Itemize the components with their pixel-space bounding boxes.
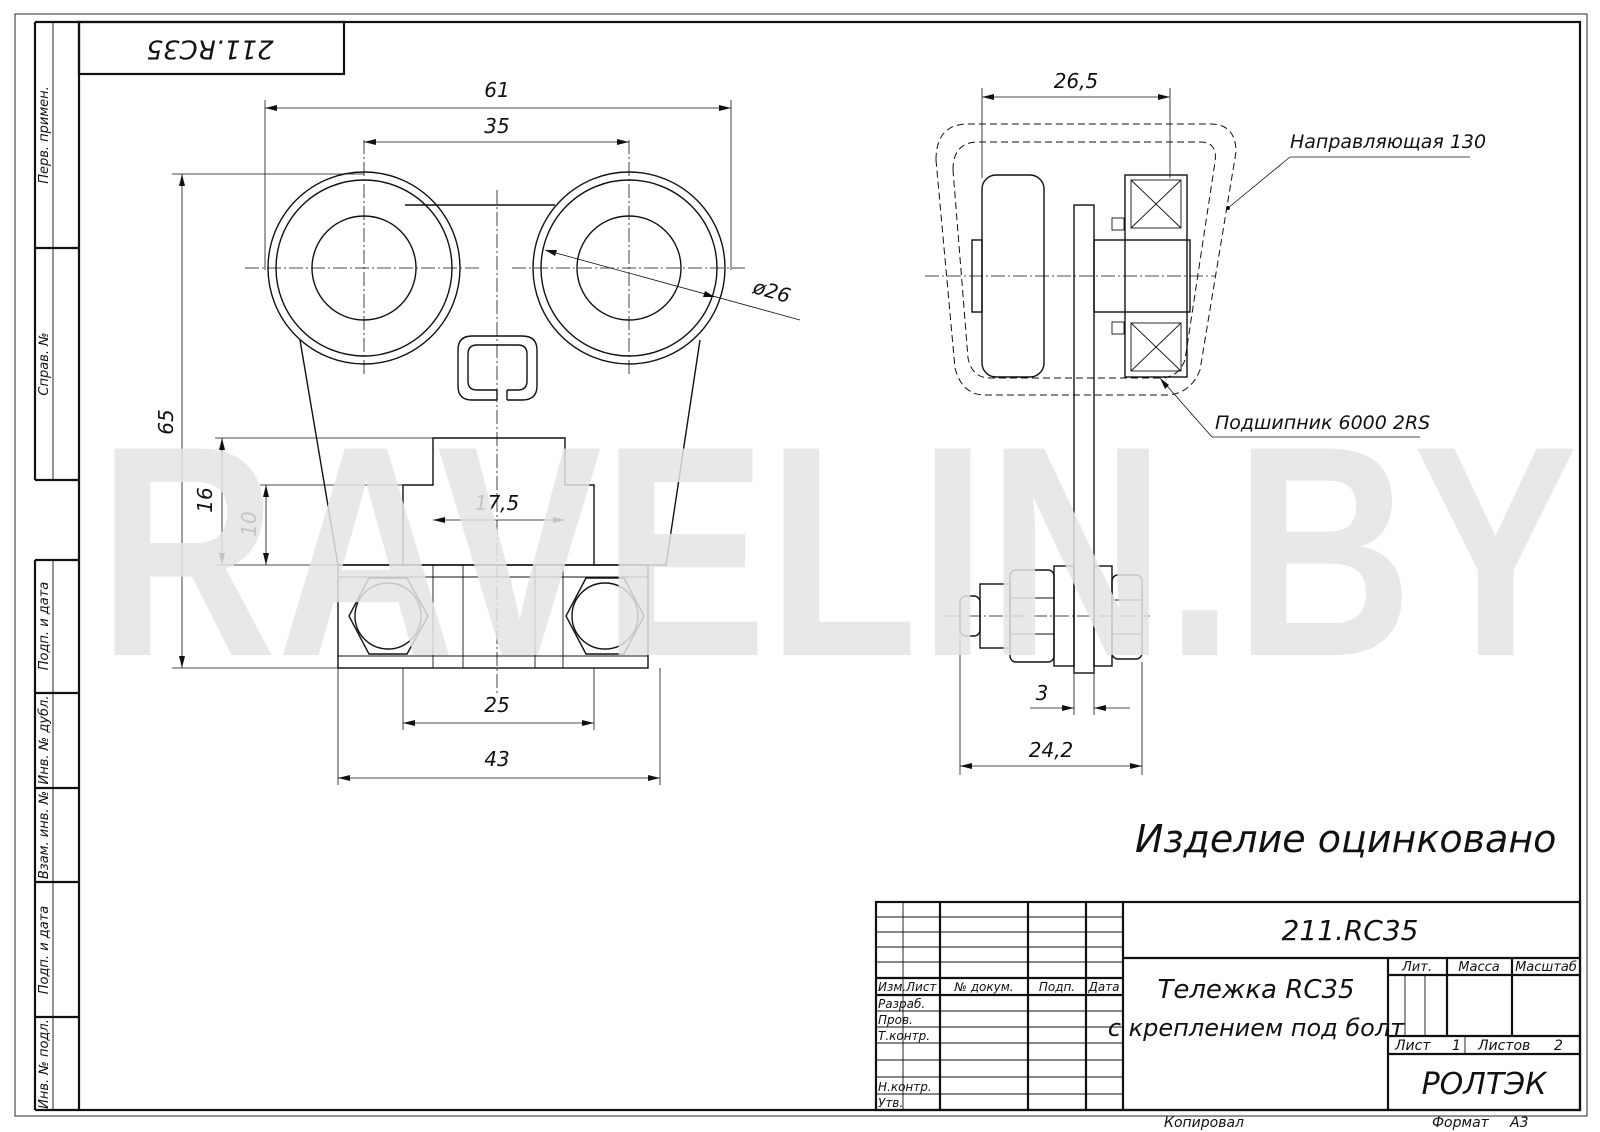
watermark: RAVELIN.BY — [98, 383, 1578, 719]
dim-wheel-diameter: ø26 — [750, 274, 794, 308]
tb-name-line1: Тележка RC35 — [1157, 975, 1354, 1005]
callout-bearing: Подшипник 6000 2RS — [1215, 412, 1430, 434]
tb-sheet-label: Лист — [1394, 1038, 1431, 1054]
front-view — [245, 140, 745, 695]
title-block — [874, 900, 1582, 1112]
footer-copied: Копировал — [1164, 1115, 1244, 1131]
side-label-vzam: Взам. инв. № — [37, 791, 52, 879]
tb-head-sign: Подп. — [1039, 980, 1075, 994]
dim-width-overall: 61 — [484, 78, 509, 102]
tb-sheet-value: 1 — [1452, 1038, 1461, 1054]
tb-role-utv: Утв. — [878, 1096, 903, 1110]
footer-format-label: Формат — [1432, 1115, 1490, 1131]
side-view — [925, 123, 1237, 674]
tb-role-prov: Пров. — [878, 1013, 913, 1027]
tb-role-nkontr: Н.контр. — [878, 1080, 932, 1094]
sheet-frame — [14, 13, 1588, 1117]
dim-bolt-spacing: 25 — [484, 693, 509, 717]
tb-sheets-value: 2 — [1554, 1038, 1563, 1054]
tb-sheets-label: Листов — [1477, 1038, 1530, 1054]
dim-block-height: 16 — [193, 487, 217, 512]
dim-wheel-width: 26,5 — [1054, 69, 1099, 93]
tb-head-list: Лист — [905, 980, 937, 994]
side-dimensions — [959, 88, 1470, 775]
tb-role-tkontr: Т.контр. — [878, 1029, 930, 1043]
side-label-inv-dubl: Инв. № дубл. — [37, 696, 52, 785]
side-strip — [33, 20, 79, 1112]
footer-format-value: А3 — [1509, 1115, 1528, 1131]
dim-height-overall: 65 — [154, 409, 178, 434]
tb-scale: Масштаб — [1515, 960, 1577, 975]
dim-wheel-spacing: 35 — [484, 114, 509, 138]
dim-base-width: 43 — [484, 747, 509, 771]
note-galvanized: Изделие оцинковано — [1135, 817, 1556, 861]
dim-total-depth: 24,2 — [1029, 738, 1074, 762]
tb-company: РОЛТЭК — [1422, 1067, 1549, 1102]
side-label-perv: Перв. примен. — [37, 86, 52, 184]
callout-rail: Направляющая 130 — [1290, 131, 1486, 153]
corner-code: 211.RC35 — [146, 34, 273, 64]
side-label-inv-podl: Инв. № подл. — [37, 1019, 52, 1109]
side-label-podp1: Подп. и дата — [37, 582, 52, 671]
dim-block-top-width: 17,5 — [475, 491, 520, 515]
tb-role-razrab: Разраб. — [878, 997, 925, 1011]
side-label-podp2: Подп. и дата — [37, 906, 52, 995]
tb-head-date: Дата — [1087, 980, 1119, 994]
tb-name-line2: с креплением под болт — [1108, 1014, 1405, 1042]
tb-mass: Масса — [1458, 960, 1499, 975]
front-dimensions — [172, 100, 801, 785]
side-label-sprav: Справ. № — [37, 332, 52, 395]
dim-plate-thickness: 3 — [1036, 681, 1049, 705]
dim-mount-height: 10 — [237, 511, 261, 536]
tb-designation: 211.RC35 — [1282, 914, 1419, 947]
tb-head-izm: Изм. — [878, 980, 906, 994]
tb-head-doc: № докум. — [953, 980, 1013, 994]
tb-lit: Лит. — [1401, 960, 1432, 975]
